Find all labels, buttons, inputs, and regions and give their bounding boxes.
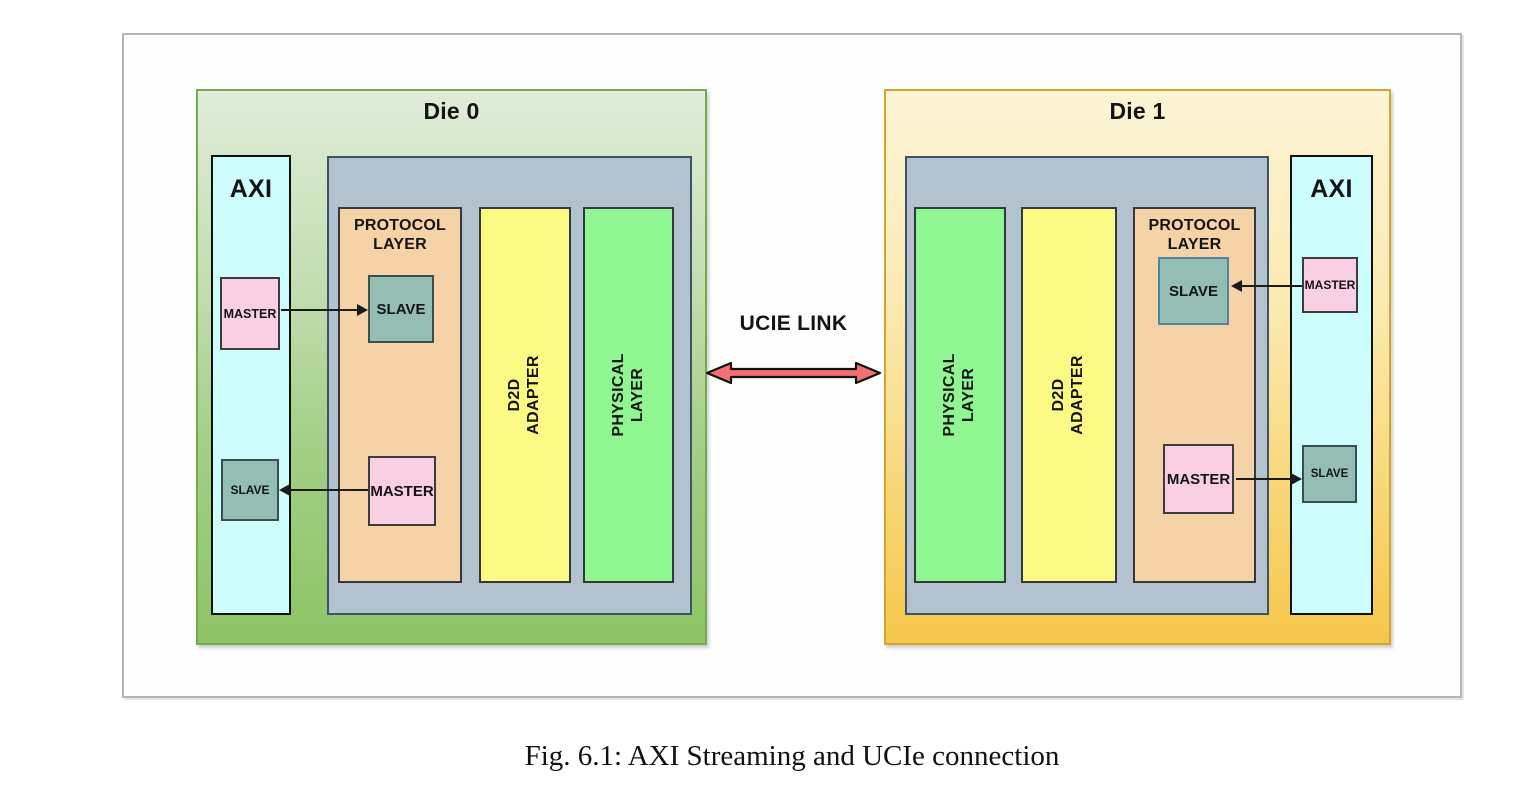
die1-block: Die 1 PHYSICAL LAYER D2D ADAPTER PROTOCO… xyxy=(884,89,1391,645)
die1-axi-slave-label: SLAVE xyxy=(1310,468,1349,480)
die0-title: Die 0 xyxy=(423,98,480,124)
die0-protocol-layer: PROTOCOL LAYER SLAVE MASTER xyxy=(338,207,462,583)
die0-block: Die 0 AXI MASTER SLAVE PROTOCOL LAYER SL… xyxy=(196,89,707,645)
die0-axi-slave-box: SLAVE xyxy=(221,459,279,521)
die0-axi-master-label: MASTER xyxy=(223,306,277,321)
die1-protocol-master-label: MASTER xyxy=(1166,470,1231,488)
die1-protocol-master-to-axi-slave-arrow xyxy=(1236,473,1302,485)
die0-protocol-master-label: MASTER xyxy=(370,482,434,500)
die0-protocol-master-box: MASTER xyxy=(368,456,436,526)
die1-protocol-layer: PROTOCOL LAYER SLAVE MASTER xyxy=(1133,207,1256,583)
die1-d2d-adapter: D2D ADAPTER xyxy=(1021,207,1117,583)
die0-protocol-slave-label: SLAVE xyxy=(376,300,426,318)
die1-axi-master-to-protocol-slave-arrow xyxy=(1231,280,1302,292)
die0-ucie-stack: PROTOCOL LAYER SLAVE MASTER D2D ADAPTER … xyxy=(327,156,692,615)
die0-protocol-layer-title: PROTOCOL LAYER xyxy=(354,217,446,254)
die1-axi-slave-box: SLAVE xyxy=(1302,445,1357,503)
die1-title: Die 1 xyxy=(1109,98,1166,124)
die1-protocol-slave-box: SLAVE xyxy=(1158,257,1229,325)
die1-ucie-stack: PHYSICAL LAYER D2D ADAPTER PROTOCOL LAYE… xyxy=(905,156,1269,615)
die0-axi-title: AXI xyxy=(229,175,273,203)
die1-protocol-master-box: MASTER xyxy=(1163,444,1234,514)
die1-protocol-slave-label: SLAVE xyxy=(1169,282,1218,300)
die0-axi-master-box: MASTER xyxy=(220,277,280,350)
die0-d2d-adapter-label: D2D ADAPTER xyxy=(506,355,542,435)
die1-d2d-adapter-label: D2D ADAPTER xyxy=(1050,355,1086,435)
die1-axi-master-label: MASTER xyxy=(1304,278,1356,292)
die1-physical-layer: PHYSICAL LAYER xyxy=(914,207,1006,583)
die0-physical-layer: PHYSICAL LAYER xyxy=(583,207,674,583)
ucie-link-label: UCIE LINK xyxy=(739,312,848,335)
die0-physical-layer-label: PHYSICAL LAYER xyxy=(609,353,646,437)
die1-axi-column: AXI MASTER SLAVE xyxy=(1290,155,1373,615)
die1-axi-title: AXI xyxy=(1310,175,1353,203)
die0-protocol-slave-box: SLAVE xyxy=(368,275,434,343)
die1-physical-layer-label: PHYSICAL LAYER xyxy=(941,353,977,437)
ucie-link-double-arrow-icon xyxy=(705,361,882,385)
die0-axi-slave-label: SLAVE xyxy=(230,483,270,497)
figure-caption: Fig. 6.1: AXI Streaming and UCIe connect… xyxy=(524,740,1060,772)
die1-protocol-layer-title: PROTOCOL LAYER xyxy=(1148,217,1241,254)
die0-d2d-adapter: D2D ADAPTER xyxy=(479,207,571,583)
die0-axi-column: AXI MASTER SLAVE xyxy=(211,155,291,615)
die0-axi-master-to-protocol-slave-arrow xyxy=(281,304,368,316)
die0-protocol-master-to-axi-slave-arrow xyxy=(279,484,368,496)
die1-axi-master-box: MASTER xyxy=(1302,257,1358,313)
